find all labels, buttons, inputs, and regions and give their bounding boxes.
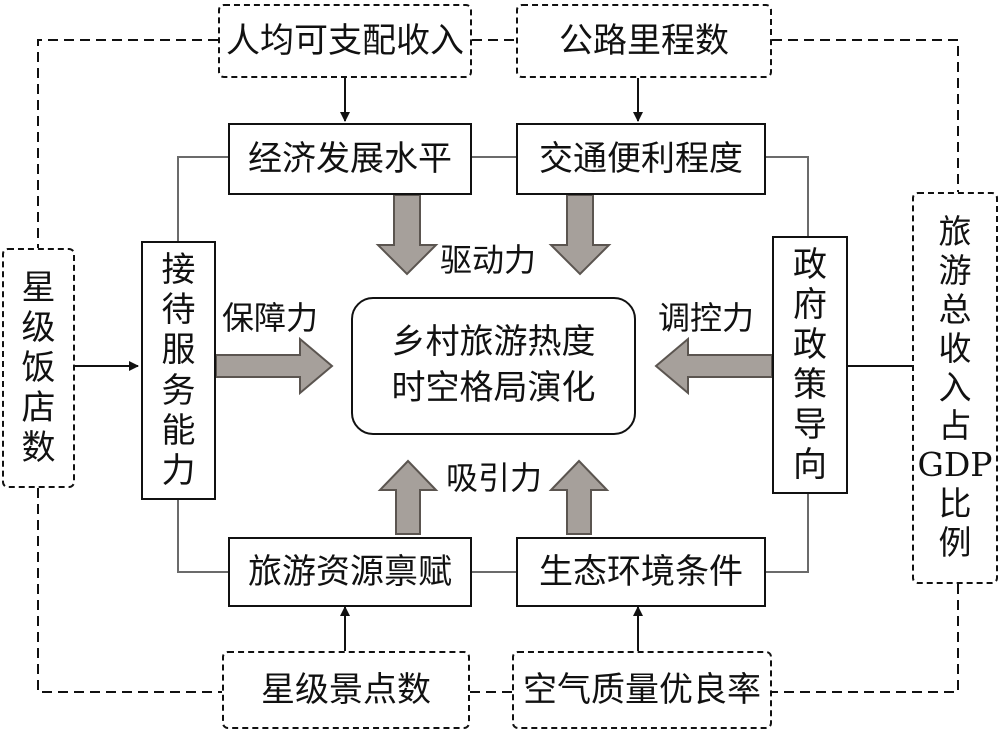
force-arrows — [215, 194, 773, 535]
outer-dashed-frame — [37, 39, 959, 693]
factor-economic-development: 经济发展水平 — [228, 123, 472, 195]
label-driving-force: 驱动力 — [440, 241, 537, 279]
center-theme: 乡村旅游热度 时空格局演化 — [351, 297, 636, 435]
drive-arrow-right — [548, 194, 612, 276]
label-attraction-force: 吸引力 — [446, 459, 543, 497]
regulate-arrow — [654, 336, 773, 396]
inner-connector-frame — [177, 156, 809, 573]
indicator-income: 人均可支配收入 — [218, 4, 472, 78]
attract-arrow-right — [548, 459, 610, 535]
center-line-2: 时空格局演化 — [391, 368, 596, 408]
factor-service-capacity: 接待服务能力 — [141, 241, 216, 500]
center-line-1: 乡村旅游热度 — [391, 322, 596, 363]
label-regulating-force: 调控力 — [658, 299, 755, 337]
factor-ecological-environment: 生态环境条件 — [516, 537, 766, 607]
factor-transport-convenience: 交通便利程度 — [516, 123, 766, 195]
label-guarantee-force: 保障力 — [222, 299, 319, 337]
factor-tourism-resources: 旅游资源禀赋 — [228, 537, 472, 607]
guarantee-arrow — [215, 336, 334, 396]
indicator-road-mileage: 公路里程数 — [516, 4, 772, 78]
factor-government-policy: 政府政策导向 — [772, 236, 848, 494]
attract-arrow-left — [377, 459, 439, 535]
drive-arrow-left — [375, 194, 439, 276]
indicator-star-hotels: 星级饭店数 — [2, 248, 75, 488]
indicator-star-scenic-spots: 星级景点数 — [222, 651, 470, 729]
indicator-air-quality: 空气质量优良率 — [512, 651, 772, 729]
